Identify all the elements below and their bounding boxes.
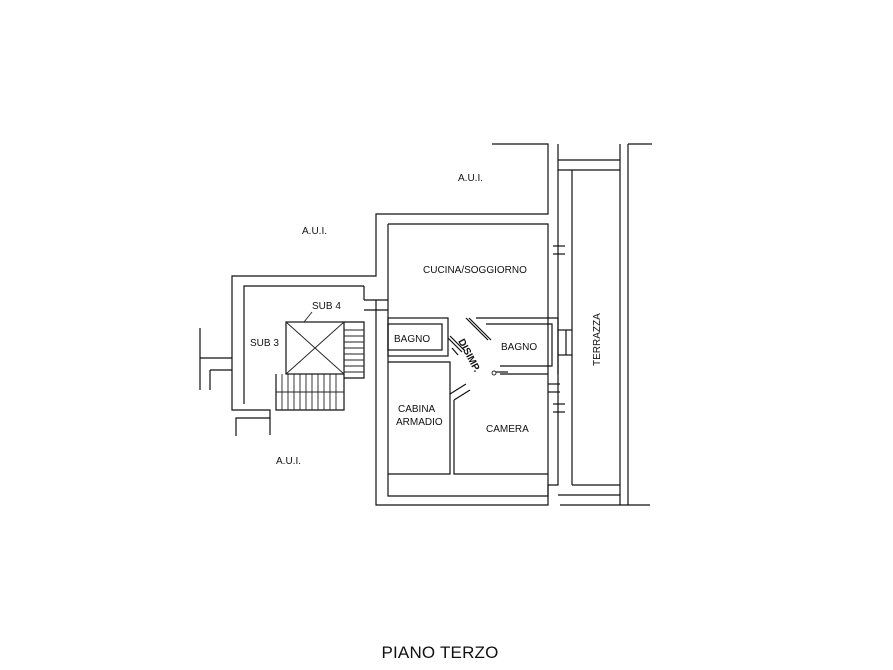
label-terrazza: TERRAZZA bbox=[592, 313, 603, 366]
label-aui-bottom: A.U.I. bbox=[276, 456, 301, 467]
stair-core bbox=[275, 311, 365, 411]
label-sub4: SUB 4 bbox=[312, 301, 341, 312]
label-bagno-left: BAGNO bbox=[394, 334, 430, 345]
label-bagno-right: BAGNO bbox=[501, 342, 537, 353]
neighbour-wall-stubs bbox=[199, 328, 232, 390]
doors bbox=[447, 245, 572, 413]
label-cabina: CABINA bbox=[398, 404, 436, 415]
label-disimpegno: DISIMP. bbox=[455, 337, 482, 374]
exterior-walls bbox=[231, 143, 559, 506]
stair-treads bbox=[276, 329, 364, 410]
label-armadio: ARMADIO bbox=[396, 417, 443, 428]
terrace bbox=[558, 143, 652, 506]
label-sub3: SUB 3 bbox=[250, 338, 279, 349]
label-camera: CAMERA bbox=[486, 424, 529, 435]
plan-title: PIANO TERZO bbox=[381, 643, 499, 662]
label-aui-top: A.U.I. bbox=[458, 173, 483, 184]
label-cucina-soggiorno: CUCINA/SOGGIORNO bbox=[423, 265, 527, 276]
label-aui-left: A.U.I. bbox=[302, 226, 327, 237]
